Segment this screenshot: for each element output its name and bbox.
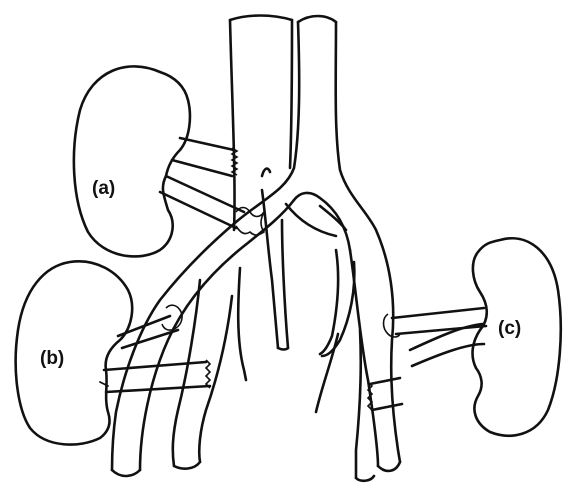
kidney-c-vein-top — [370, 378, 400, 384]
label-c: (c) — [498, 318, 521, 339]
kidney-c-vein-bottom — [372, 404, 402, 410]
kidney-a: (a) — [74, 66, 264, 256]
aorta-top-rim — [298, 16, 336, 22]
kidney-a-vessel-upper-bottom — [172, 160, 232, 176]
vena-cava-left-wall — [230, 20, 235, 230]
vena-cava-top-rim — [230, 16, 292, 21]
vena-cava-left-iliac-inner — [262, 190, 278, 348]
right-internal-iliac-outer — [320, 250, 338, 354]
kidney-b-vein-top — [104, 362, 206, 370]
vena-cava-iliac-end — [278, 348, 288, 350]
aorta-small-mark — [262, 169, 270, 176]
left-iliac-end — [112, 470, 140, 476]
kidney-c-vessel-top — [392, 308, 484, 318]
kidney-a-vessel-lower-top — [166, 176, 244, 212]
kidney-b-vein-anastomosis — [206, 360, 210, 388]
kidney-b: (b) — [16, 261, 210, 444]
left-internal-iliac-end — [174, 462, 200, 469]
left-internal-iliac-inner — [199, 296, 232, 462]
label-b: (b) — [40, 348, 64, 369]
vena-cava-right-wall — [290, 20, 292, 168]
kidney-c-vessel-bottom — [396, 326, 486, 334]
vena-cava-iliac-right-wall — [282, 220, 288, 348]
right-branch-vein-end — [356, 476, 374, 481]
label-a: (a) — [92, 178, 115, 199]
aorta — [112, 16, 400, 481]
kidney-a-vessel-upper-top — [180, 138, 234, 150]
aorta-left-outer-wall — [112, 22, 299, 470]
right-branch-vein-outer — [356, 330, 361, 478]
kidney-c: (c) — [368, 238, 561, 435]
aorta-inner-contour — [286, 204, 336, 236]
aorta-right-outer-wall — [336, 22, 400, 462]
right-iliac-end — [378, 462, 400, 471]
vena-cava — [230, 16, 292, 381]
vena-cava-right-iliac-outer — [238, 268, 246, 380]
